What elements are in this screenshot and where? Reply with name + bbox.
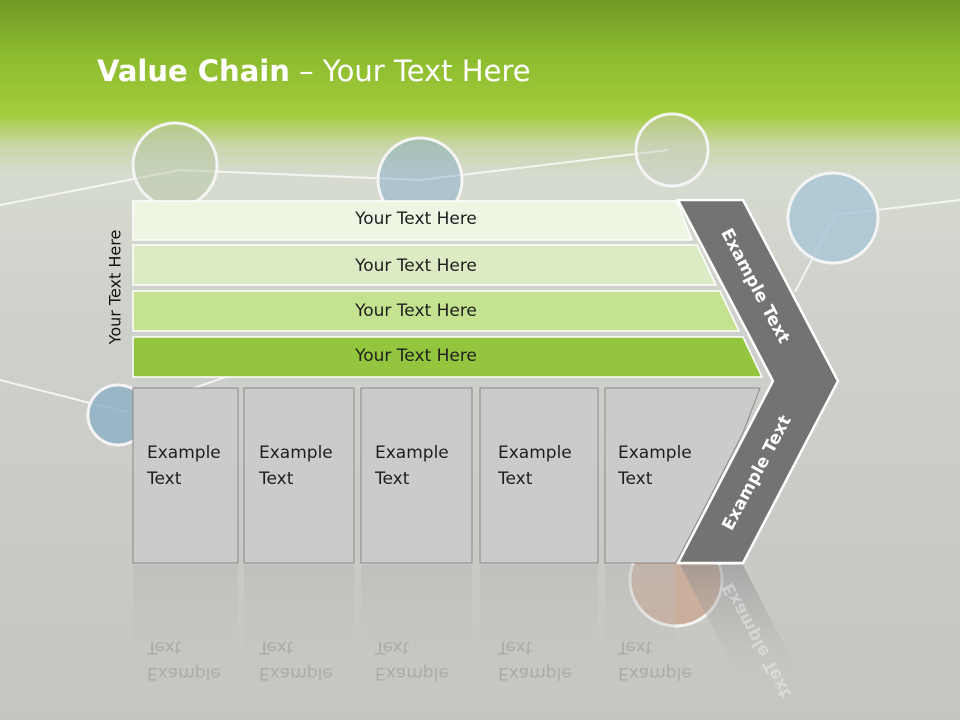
chevron-reflection — [680, 565, 810, 695]
band-2[interactable] — [132, 244, 718, 286]
boxes-reflection — [133, 565, 675, 695]
box-2[interactable] — [243, 387, 355, 564]
band-3[interactable] — [132, 290, 741, 332]
band-1-label: Your Text Here — [355, 209, 477, 229]
band-4[interactable] — [132, 336, 764, 378]
box-4[interactable] — [479, 387, 599, 564]
band-1[interactable] — [132, 200, 694, 241]
band-4-label: Your Text Here — [355, 346, 477, 366]
band-3-label: Your Text Here — [355, 301, 477, 321]
box-3[interactable] — [360, 387, 473, 564]
title-bold: Value Chain — [97, 54, 290, 88]
title-rest: – Your Text Here — [289, 54, 531, 88]
box-1[interactable] — [132, 387, 239, 564]
band-2-label: Your Text Here — [355, 256, 477, 276]
page-title: Value Chain – Your Text Here — [97, 54, 531, 88]
box-5[interactable] — [604, 387, 761, 564]
chevron-arrow[interactable] — [675, 198, 840, 565]
